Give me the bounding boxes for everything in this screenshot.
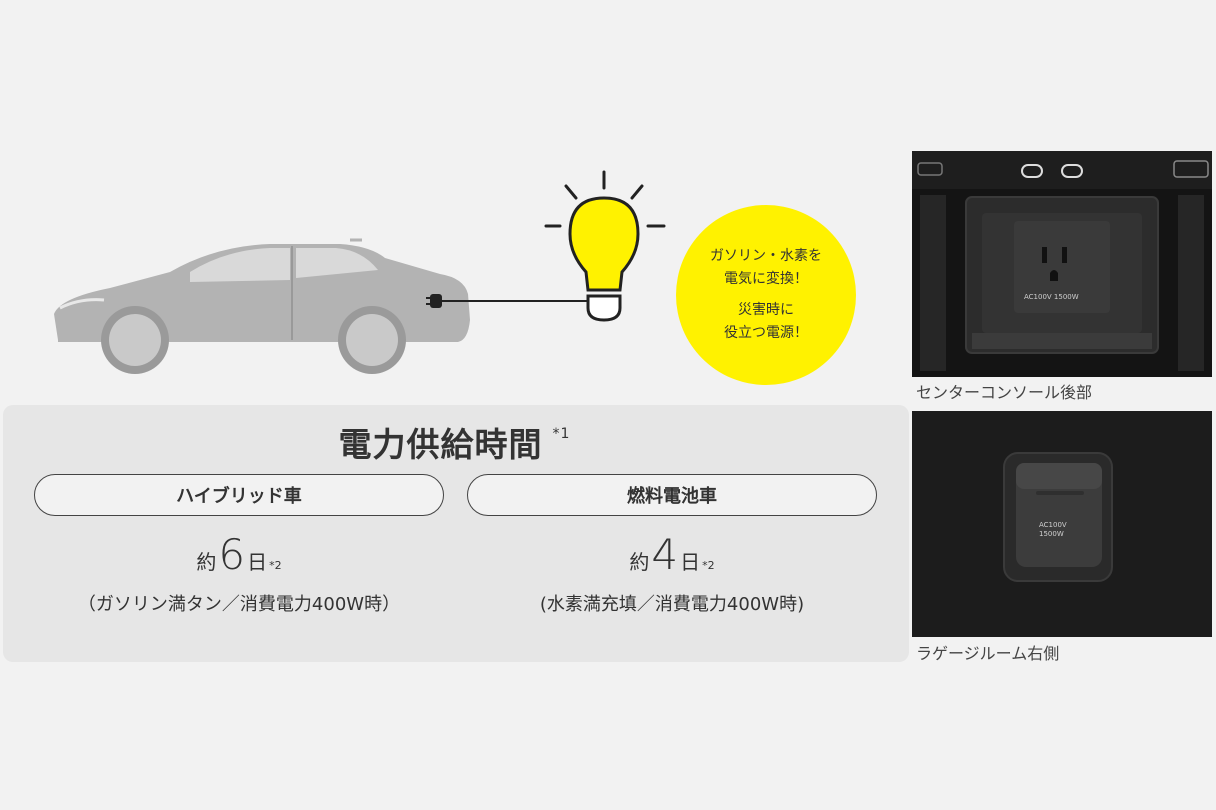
hybrid-duration-unit: 日 <box>247 550 268 574</box>
console-outlet-photo: AC100V 1500W <box>912 151 1212 377</box>
bubble-line-1: ガソリン・水素を <box>710 248 822 264</box>
fcev-duration-number: 4 <box>651 530 679 579</box>
luggage-outlet-label-line-1: AC100V <box>1039 521 1067 529</box>
bubble-line-3: 災害時に <box>738 302 794 318</box>
bubble-line-4: 役立つ電源！ <box>724 325 808 341</box>
panel-title-note: *1 <box>552 426 571 442</box>
hybrid-label-pill: ハイブリッド車 <box>34 474 444 516</box>
luggage-caption: ラゲージルーム右側 <box>916 644 1060 663</box>
fcev-duration-note: *2 <box>702 559 715 572</box>
panel-title: 電力供給時間 *1 <box>0 418 909 466</box>
luggage-outlet-photo: AC100V 1500W <box>912 411 1212 637</box>
bubble-line-2: 電気に変換！ <box>724 271 808 287</box>
fcev-label-pill: 燃料電池車 <box>467 474 877 516</box>
fcev-label: 燃料電池車 <box>627 486 717 507</box>
hybrid-condition: （ガソリン満タン／消費電力400W時） <box>77 594 401 615</box>
hybrid-duration-prefix: 約 <box>196 550 217 574</box>
luggage-outlet-image <box>912 411 1212 637</box>
console-outlet-image <box>912 151 1212 371</box>
power-supply-panel <box>3 405 909 662</box>
fcev-duration-prefix: 約 <box>629 550 650 574</box>
luggage-outlet-label-line-2: 1500W <box>1039 530 1064 538</box>
fcev-condition: (水素満充填／消費電力400W時) <box>539 594 805 615</box>
hybrid-duration-number: 6 <box>218 530 246 579</box>
console-caption: センターコンソール後部 <box>916 383 1093 402</box>
car-illustration <box>54 238 470 374</box>
power-cord-icon <box>426 294 594 308</box>
console-outlet-label: AC100V 1500W <box>1024 293 1079 301</box>
panel-title-text: 電力供給時間 <box>338 425 543 464</box>
feature-bubble: ガソリン・水素を 電気に変換！ 災害時に 役立つ電源！ <box>676 205 856 385</box>
fcev-duration: 約 4 日 *2 <box>467 530 877 579</box>
light-bulb-icon <box>544 170 666 322</box>
luggage-outlet-label: AC100V 1500W <box>1039 521 1067 539</box>
hybrid-duration: 約 6 日 *2 <box>34 530 444 579</box>
fcev-duration-unit: 日 <box>680 550 701 574</box>
hybrid-duration-note: *2 <box>269 559 282 572</box>
hybrid-label: ハイブリッド車 <box>176 486 302 507</box>
